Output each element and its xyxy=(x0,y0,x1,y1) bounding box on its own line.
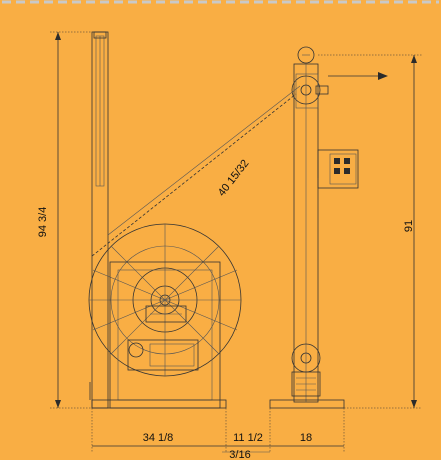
control-button-3 xyxy=(334,168,340,174)
dim-gap-fraction: 3/16 xyxy=(229,449,250,460)
side-view-column xyxy=(269,46,388,409)
top-pulley xyxy=(291,75,321,105)
dim-reel-width: 34 1/8 xyxy=(143,432,174,444)
drive-motor-body xyxy=(149,343,195,367)
dim-total-height: 94 3/4 xyxy=(37,207,49,238)
mast-cap xyxy=(93,31,107,39)
control-button-4 xyxy=(344,168,350,174)
bottom-pulley-hub xyxy=(300,352,312,364)
dimension-lines xyxy=(50,31,422,453)
reel-base xyxy=(91,399,227,409)
top-pulley-hub xyxy=(300,84,312,96)
dim-column-base-width: 18 xyxy=(300,432,312,444)
front-view-reel-machine xyxy=(88,31,242,409)
reel-spokes xyxy=(89,224,241,376)
diagonal-dim-ref xyxy=(107,85,301,236)
output-arrow-head xyxy=(378,72,388,80)
height-dim-arrow-bottom xyxy=(55,400,61,408)
column-top-eye xyxy=(297,46,315,64)
motor-pulley xyxy=(128,342,144,358)
height-dim-arrow-top xyxy=(55,32,61,40)
dim-gap-width: 11 1/2 xyxy=(233,432,263,444)
column-height-arrow-bottom xyxy=(411,400,417,408)
column-base-block xyxy=(291,371,321,397)
diagonal-dim-line xyxy=(91,93,297,257)
control-button-2 xyxy=(344,158,350,164)
control-box-panel xyxy=(329,153,357,185)
column-base-plate xyxy=(269,399,345,409)
top-pulley-arm xyxy=(315,85,329,95)
drive-motor xyxy=(127,339,199,371)
column-height-arrow-top xyxy=(411,55,417,63)
hub-bracket xyxy=(145,305,187,323)
dim-column-height: 91 xyxy=(403,220,415,232)
control-button-1 xyxy=(334,158,340,164)
top-pulley-bracket xyxy=(295,73,319,109)
